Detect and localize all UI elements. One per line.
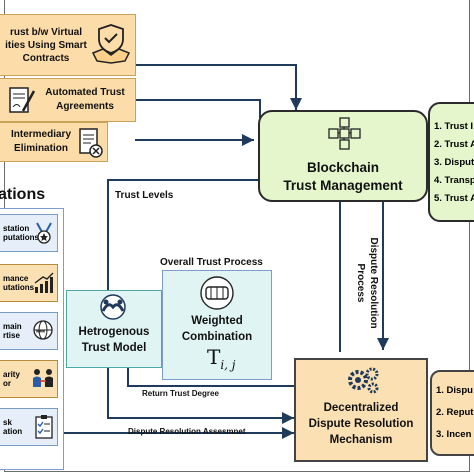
dispute-features-box: 1. Dispu 2. Reput 3. Incen bbox=[430, 370, 474, 456]
arrow-contracts-to-blockchain bbox=[135, 64, 302, 110]
left-item-label: main rtise bbox=[3, 322, 22, 340]
blockchain-features-box: 1. Trust I 2. Trust A 3. Disput 4. Trans… bbox=[428, 102, 474, 222]
arrow-agreements-line bbox=[135, 99, 261, 118]
left-item-similarity: arity or bbox=[0, 360, 58, 398]
weighted-symbol: Ti, j bbox=[207, 345, 236, 372]
return-trust-degree-line bbox=[122, 355, 294, 387]
blockchain-trust-management-box: Blockchain Trust Management bbox=[258, 110, 428, 202]
dispute-line3: Mechanism bbox=[329, 434, 393, 446]
overall-trust-process-label: Overall Trust Process bbox=[160, 257, 263, 268]
trust-levels-line bbox=[107, 179, 262, 290]
left-item-label: arity or bbox=[3, 370, 20, 388]
blockchain-title-line2: Trust Management bbox=[283, 178, 403, 193]
feature-item: 3. Disput bbox=[434, 157, 474, 168]
weighted-symbol-sub: i, j bbox=[220, 358, 236, 372]
blockchain-features-list: 1. Trust I 2. Trust A 3. Disput 4. Trans… bbox=[434, 118, 474, 208]
weighted-combination-box: Weighted Combination Ti, j bbox=[162, 270, 272, 380]
feature-item: 2. Trust A bbox=[434, 139, 474, 150]
globe-icon: www bbox=[33, 320, 53, 340]
left-section-title: ations bbox=[0, 186, 46, 203]
gears-icon bbox=[348, 367, 379, 394]
chart-up-icon bbox=[34, 272, 54, 293]
dispute-feature-item: 3. Incen bbox=[436, 429, 472, 440]
joined-hands-icon bbox=[100, 294, 126, 320]
weighted-symbol-t: T bbox=[207, 345, 221, 369]
dispute-line2: Dispute Resolution bbox=[308, 418, 414, 430]
dispute-feature-item: 2. Reput bbox=[436, 407, 474, 418]
heterogenous-trust-box: Hetrogenous Trust Model bbox=[66, 290, 162, 368]
people-icon bbox=[33, 369, 53, 387]
left-item-risk-evaluation: sk ation bbox=[0, 408, 58, 446]
hetero-line2: Trust Model bbox=[81, 342, 147, 354]
hetero-line1: Hetrogenous bbox=[78, 326, 150, 338]
dispute-line1: Decentralized bbox=[323, 402, 399, 414]
left-item-label: mance utations bbox=[3, 274, 35, 292]
automated-agreements-label: Automated Trust Agreements bbox=[45, 87, 125, 112]
return-trust-degree-label: Return Trust Degree bbox=[142, 389, 219, 398]
feature-item: 5. Trust A bbox=[434, 193, 474, 204]
feature-item: 1. Trust I bbox=[434, 121, 474, 132]
intermediary-elimination-box: Intermediary Elimination bbox=[0, 122, 108, 162]
automated-agreements-box: Automated Trust Agreements bbox=[0, 78, 136, 122]
trust-levels-label: Trust Levels bbox=[115, 190, 174, 201]
medal-icon bbox=[36, 222, 52, 244]
weighted-line1: Weighted bbox=[191, 315, 243, 327]
left-item-reputation: station putations bbox=[0, 214, 58, 252]
dispute-assessment-line bbox=[107, 360, 294, 424]
handshake-shield-icon bbox=[91, 24, 131, 64]
fist-circle-icon bbox=[200, 276, 234, 310]
dispute-resolution-process-label: Dispute Resolution Process bbox=[355, 237, 379, 329]
dispute-resolution-box: Decentralized Dispute Resolution Mechani… bbox=[294, 358, 428, 462]
virtual-contracts-label: rust b/w Virtual ities Using Smart Contr… bbox=[5, 27, 87, 64]
feature-item: 4. Transp bbox=[434, 175, 474, 186]
blockchain-title-line1: Blockchain bbox=[306, 160, 380, 175]
left-item-performance: mance utations bbox=[0, 264, 58, 302]
dispute-assessment-label: Dispute Resolution Assesmnet bbox=[128, 427, 246, 436]
weighted-line2: Combination bbox=[181, 331, 253, 343]
left-item-label: station putations bbox=[3, 224, 39, 242]
virtual-contracts-box: rust b/w Virtual ities Using Smart Contr… bbox=[0, 14, 136, 76]
document-x-icon bbox=[79, 128, 103, 158]
contract-pen-icon bbox=[9, 87, 36, 113]
dispute-features-list: 1. Dispu 2. Reput 3. Incen bbox=[436, 380, 473, 446]
svg-text:www: www bbox=[36, 329, 46, 335]
blockchain-cubes-icon bbox=[328, 117, 361, 150]
left-item-label: sk ation bbox=[3, 418, 23, 436]
intermediary-elimination-label: Intermediary Elimination bbox=[10, 129, 72, 154]
dispute-feature-item: 1. Dispu bbox=[436, 385, 473, 396]
checklist-icon bbox=[35, 415, 53, 439]
left-item-domain-expertise: main rtise www bbox=[0, 312, 58, 350]
